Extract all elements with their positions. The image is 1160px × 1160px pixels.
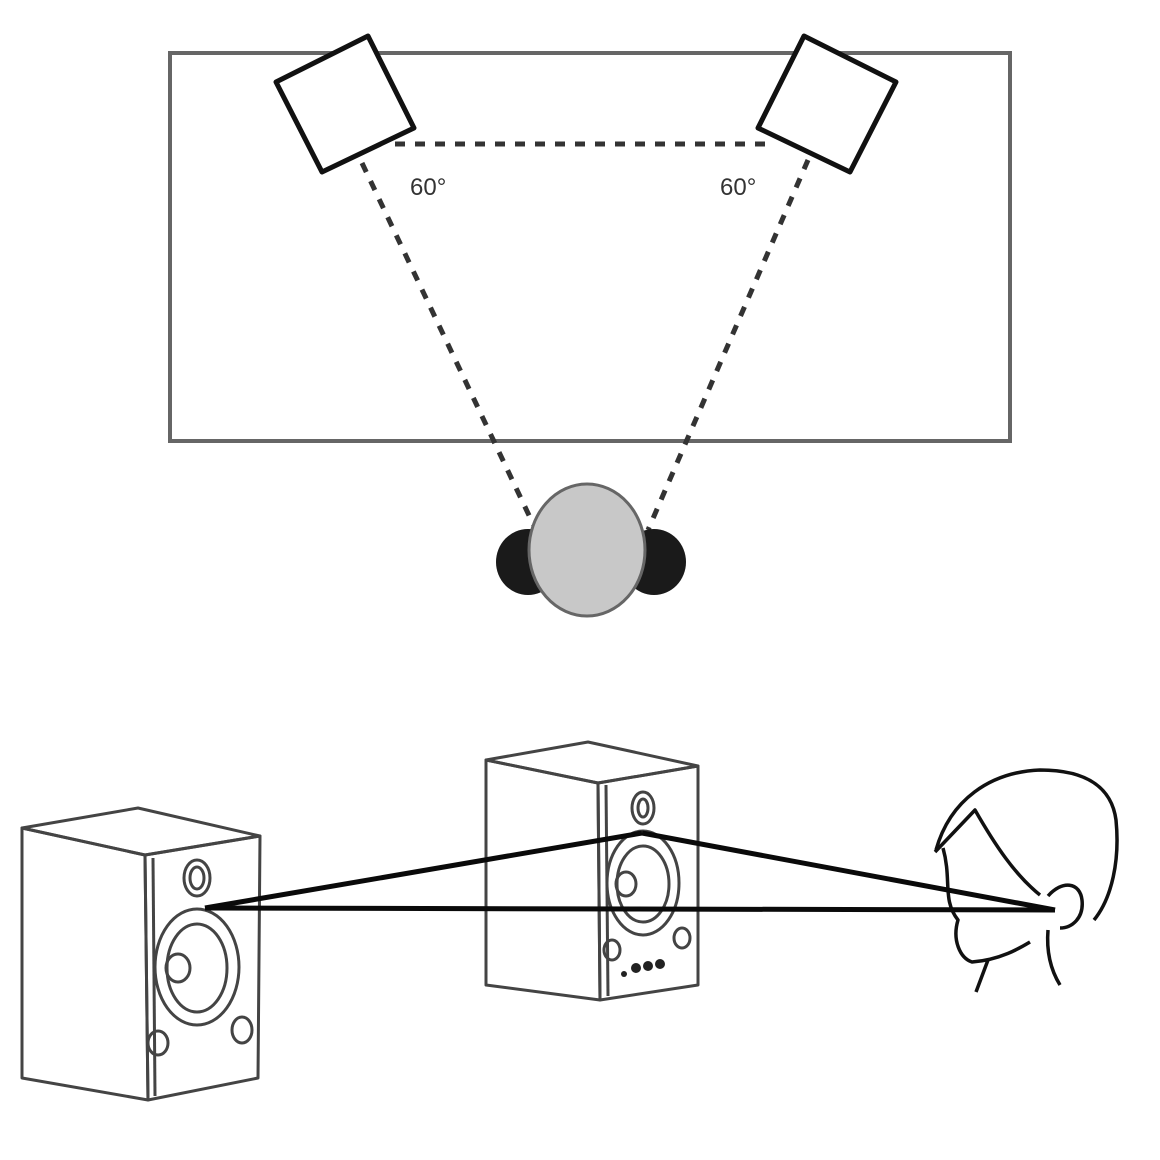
near-speaker-tweeter-inner [188,865,206,891]
listener-chin [974,959,990,993]
far-speaker-port-left [602,938,622,962]
near-speaker-port-right [230,1015,254,1045]
right-speaker-top [755,33,899,175]
listener-face [941,847,1031,964]
far-speaker-tweeter [630,790,656,826]
listener-hair [934,768,1119,922]
far-speaker [484,740,700,1002]
sight-lines [204,830,1056,913]
far-speaker-side-face [484,758,602,1002]
near-speaker-dustcap [164,952,192,984]
far-speaker-logo [621,959,665,977]
angle-left-label: 60° [410,174,446,201]
near-speaker-tweeter [182,858,212,898]
near-speaker-side-face [20,826,150,1102]
near-speaker-port-left [146,1029,170,1057]
far-speaker-top-face [484,740,700,785]
far-speaker-tweeter-inner [636,797,650,819]
listener-ear [1046,883,1084,930]
triangle-left-edge [359,161,538,530]
far-speaker-port-right [672,926,692,950]
near-speaker [20,806,262,1102]
head-top [527,482,647,618]
listening-triangle [359,141,811,531]
sight-line-near-to-listener [204,905,1056,913]
sight-line-near-to-far [204,830,643,911]
angle-right-label: 60° [720,174,756,201]
near-speaker-front-face [143,834,262,1102]
listener-side-view [933,768,1119,993]
left-speaker-top [273,33,417,175]
top-view: 60° 60° [168,33,1012,618]
far-speaker-dustcap [614,870,638,898]
listener-top-view [496,482,686,618]
near-speaker-woofer-outer [153,907,241,1027]
near-speaker-woofer-inner [165,922,229,1014]
far-speaker-front-face [596,764,700,1002]
listener-neck [1045,929,1062,986]
triangle-right-edge [645,159,811,531]
listener-fringe [933,808,1042,897]
near-speaker-front-bevel [151,857,157,1097]
desk-outline [168,51,1012,443]
sight-line-far-to-listener [641,830,1056,913]
side-view [20,740,1119,1102]
near-speaker-top-face [20,806,262,857]
